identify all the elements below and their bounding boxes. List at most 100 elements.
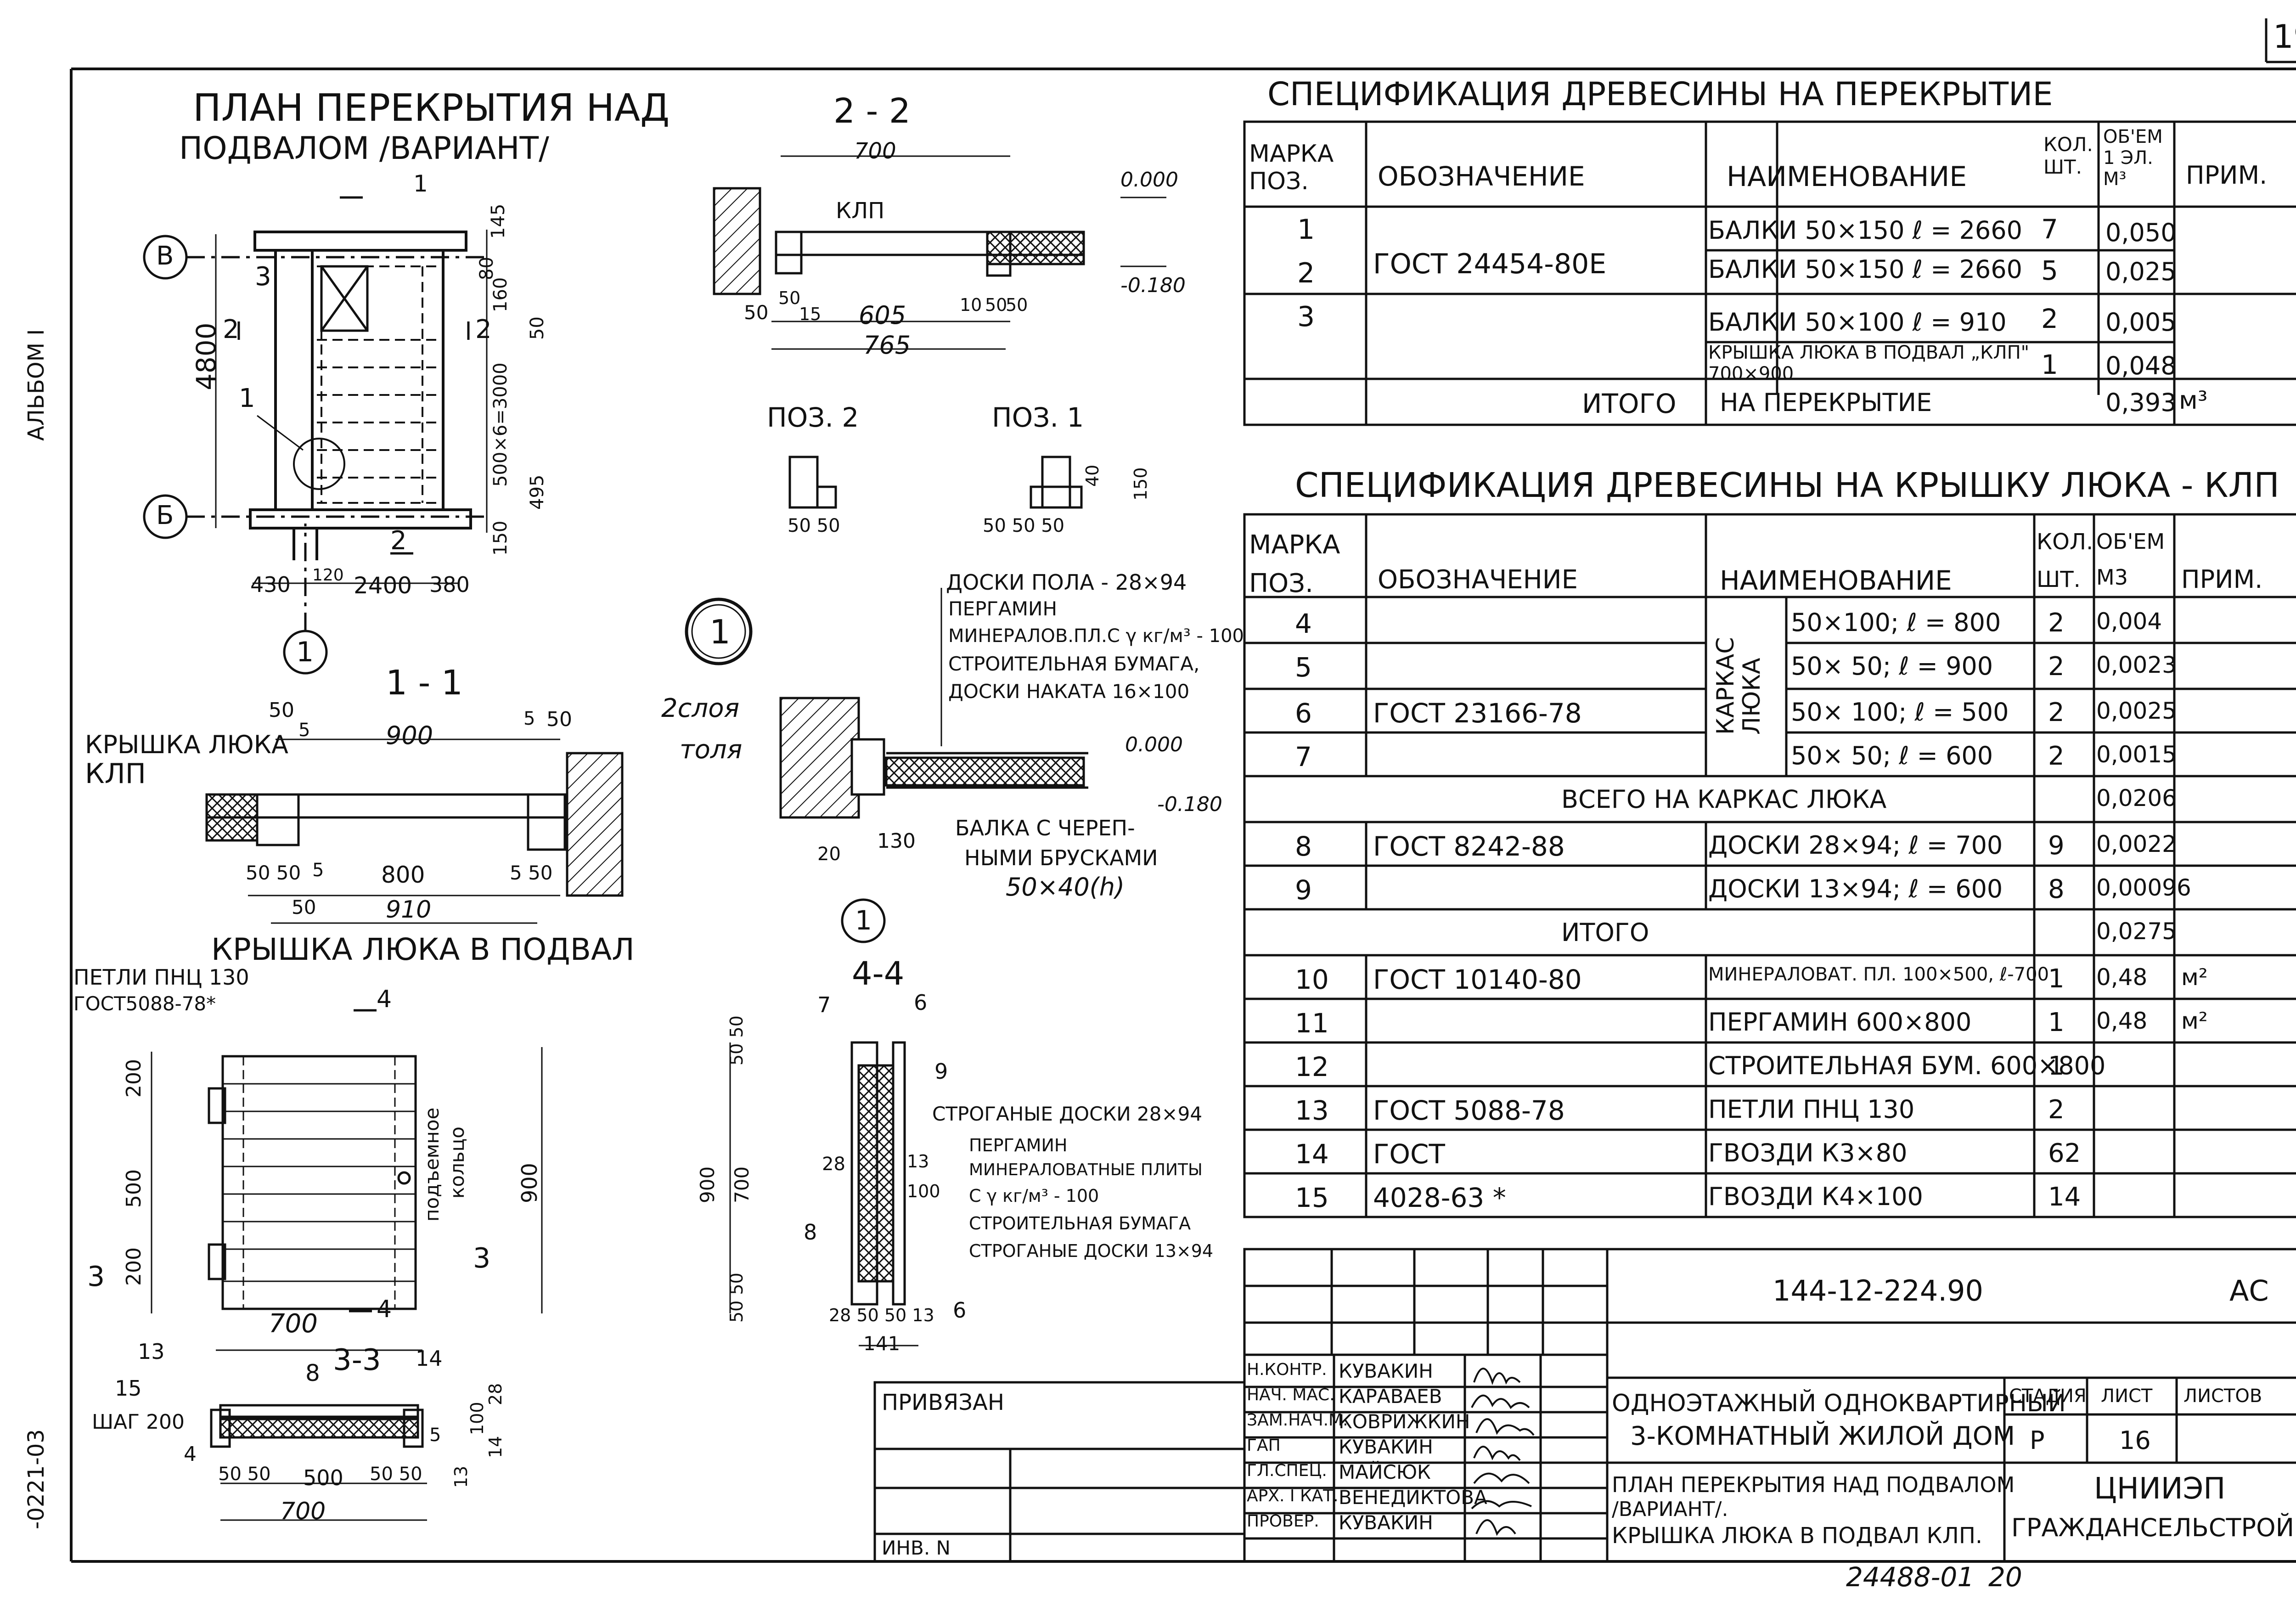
poz1-label: ПОЗ. 1	[992, 402, 1084, 433]
spec2-row-name: 50× 100; ℓ = 500	[1791, 698, 2009, 727]
s33-d5050b: 50 50	[370, 1464, 422, 1485]
spec2-grid	[1243, 513, 2296, 1218]
spec2-row-vol: 0,0206	[2096, 785, 2177, 811]
spec2-row-qty: 2	[2048, 698, 2065, 727]
plan-dim-120: 120	[312, 566, 344, 585]
stamp-role-name: КУВАКИН	[1339, 1436, 1433, 1458]
stamp-ac: АС	[2229, 1274, 2269, 1307]
bottom-code: 24488-01	[1846, 1561, 1975, 1593]
spec1-r1-qty: 5	[2041, 255, 2058, 286]
spec2-row-qty: 2	[2048, 608, 2065, 638]
s44-layer-4: СТРОИТЕЛЬНАЯ БУМАГА	[969, 1213, 1191, 1234]
spec1-r0-poz: 1	[1297, 214, 1315, 246]
s33-d14: 14	[485, 1436, 506, 1458]
spec2-row-oboz: ГОСТ	[1373, 1138, 1445, 1170]
s33-m15: 15	[115, 1376, 142, 1401]
spec1-r3-vol: 0,048	[2105, 351, 2177, 380]
section-4-4-drawing	[729, 1041, 918, 1346]
plan-floor-drawing	[143, 196, 488, 675]
node1-tolya: толя	[680, 735, 743, 765]
stamp-role-name: КУВАКИН	[1339, 1360, 1433, 1382]
stamp-role-name: КОВРИЖКИН	[1339, 1410, 1470, 1433]
spec1-r1-oboz: ГОСТ 24454-80Е	[1373, 248, 1607, 280]
spec2-row-name: МИНЕРАЛОВАТ. ПЛ. 100×500, ℓ-700	[1708, 964, 2049, 985]
lid-plan-drawing	[151, 1009, 543, 1351]
plan-dim-4800: 4800	[191, 322, 222, 390]
plan-dim-160: 160	[490, 277, 511, 312]
node1-layer-3: СТРОИТЕЛЬНАЯ БУМАГА,	[948, 653, 1200, 675]
s11-lid-label1: КРЫШКА ЛЮКА	[85, 730, 288, 759]
stamp-list-h: ЛИСТ	[2101, 1386, 2153, 1407]
lid-dim-900: 900	[517, 1163, 542, 1203]
spec2-row-oboz: 4028-63 *	[1373, 1182, 1506, 1213]
spec1-r0-qty: 7	[2041, 214, 2058, 245]
s44-d100: 100	[907, 1181, 940, 1201]
node1-beam3: 50×40(h)	[1006, 873, 1125, 901]
s33-m8: 8	[305, 1360, 320, 1386]
s22-dim-50c: 50	[985, 295, 1007, 315]
stamp-role: Н.КОНТР.	[1247, 1360, 1327, 1379]
s11-dim-5: 5	[298, 720, 310, 741]
spec1-r2-vol: 0,005	[2105, 308, 2177, 337]
spec2-row-name: ГВОЗДИ К4×100	[1708, 1182, 1923, 1211]
axis-1-label: 1	[296, 636, 314, 668]
s22-dim-50d: 50	[1006, 295, 1028, 315]
stamp-grid	[873, 1248, 2296, 1563]
axis-b-label: Б	[156, 501, 174, 530]
spec1-total-name: НА ПЕРЕКРЫТИЕ	[1720, 388, 1932, 417]
stamp-role: ПРОВЕР.	[1247, 1512, 1319, 1531]
s22-dim-605: 605	[859, 301, 906, 330]
plan-dim-430: 430	[250, 572, 291, 597]
spec1-h-name: НАИМЕНОВАНИЕ	[1727, 161, 1967, 193]
stamp-stadia: Р	[2030, 1426, 2045, 1455]
spec1-r0-vol: 0,050	[2105, 218, 2177, 247]
spec2-row-prim: м²	[2181, 964, 2208, 991]
spec2-row-vol: 0,0022	[2096, 831, 2177, 857]
s44-d5050: 50 50	[726, 1015, 747, 1065]
spec2-karkas: КАРКАС ЛЮКА	[1712, 637, 1766, 735]
node1-dim-20: 20	[817, 844, 841, 865]
plan-dim-3000: 500×6=3000	[490, 362, 511, 487]
s11-caption: КРЫШКА ЛЮКА В ПОДВАЛ	[211, 932, 635, 967]
spec1-r2-name: БАЛКИ 50×100 ℓ = 910	[1708, 308, 2007, 337]
spec1-total-vol: 0,393	[2105, 388, 2177, 417]
plan-section-2-right: 2	[475, 315, 492, 344]
spec1-h-oboz: ОБОЗНАЧЕНИЕ	[1378, 161, 1585, 192]
s33-d5050: 50 50	[218, 1464, 271, 1485]
s44-m6b: 6	[953, 1298, 967, 1323]
spec2-row-oboz: ГОСТ 23166-78	[1373, 698, 1582, 729]
spec1-h-prim: ПРИМ.	[2186, 161, 2268, 190]
spec2-row-poz: 13	[1295, 1095, 1329, 1126]
spec1-grid	[1243, 120, 2296, 426]
s22-dim-765: 765	[863, 331, 911, 360]
plan-dim-380: 380	[429, 572, 470, 597]
spec2-row-oboz: ГОСТ 10140-80	[1373, 964, 1582, 995]
spec2-row-qty: 9	[2048, 831, 2065, 861]
spec1-title: СПЕЦИФИКАЦИЯ ДРЕВЕСИНЫ НА ПЕРЕКРЫТИЕ	[1267, 75, 2053, 113]
lid-hinge1: ПЕТЛИ ПНЦ 130	[73, 965, 249, 990]
s33-d28: 28	[485, 1383, 506, 1405]
s33-d13: 13	[451, 1465, 471, 1488]
s11-bot-5: 5	[312, 860, 324, 881]
s33-m14: 14	[416, 1346, 443, 1371]
section-2-2-drawing	[713, 155, 1166, 509]
s33-m13: 13	[138, 1339, 165, 1364]
spec1-r2-poz: 3	[1297, 301, 1315, 333]
spec2-row-poz: 10	[1295, 964, 1329, 995]
spec2-row-poz: 4	[1295, 608, 1312, 639]
spec2-row-vol: 0,48	[2096, 964, 2148, 991]
lid-sec4-bot: 4	[377, 1296, 392, 1323]
s11-bot-50: 50	[292, 896, 316, 918]
spec2-row-name: 50× 50; ℓ = 900	[1791, 652, 1993, 681]
spec2-row-poz: 8	[1295, 831, 1312, 862]
s33-shag: ШАГ 200	[92, 1410, 185, 1434]
edge-code: -0221-03	[23, 1429, 49, 1529]
spec2-row-poz: 7	[1295, 741, 1312, 772]
s11-dim-50: 50	[269, 699, 294, 722]
node1-layer-2: МИНЕРАЛОВ.ПЛ.С γ кг/м³ - 100	[948, 625, 1244, 647]
spec2-row-poz: 5	[1295, 652, 1312, 683]
plan-section-2-left: 2	[223, 315, 239, 344]
signatures	[1471, 1368, 1535, 1536]
